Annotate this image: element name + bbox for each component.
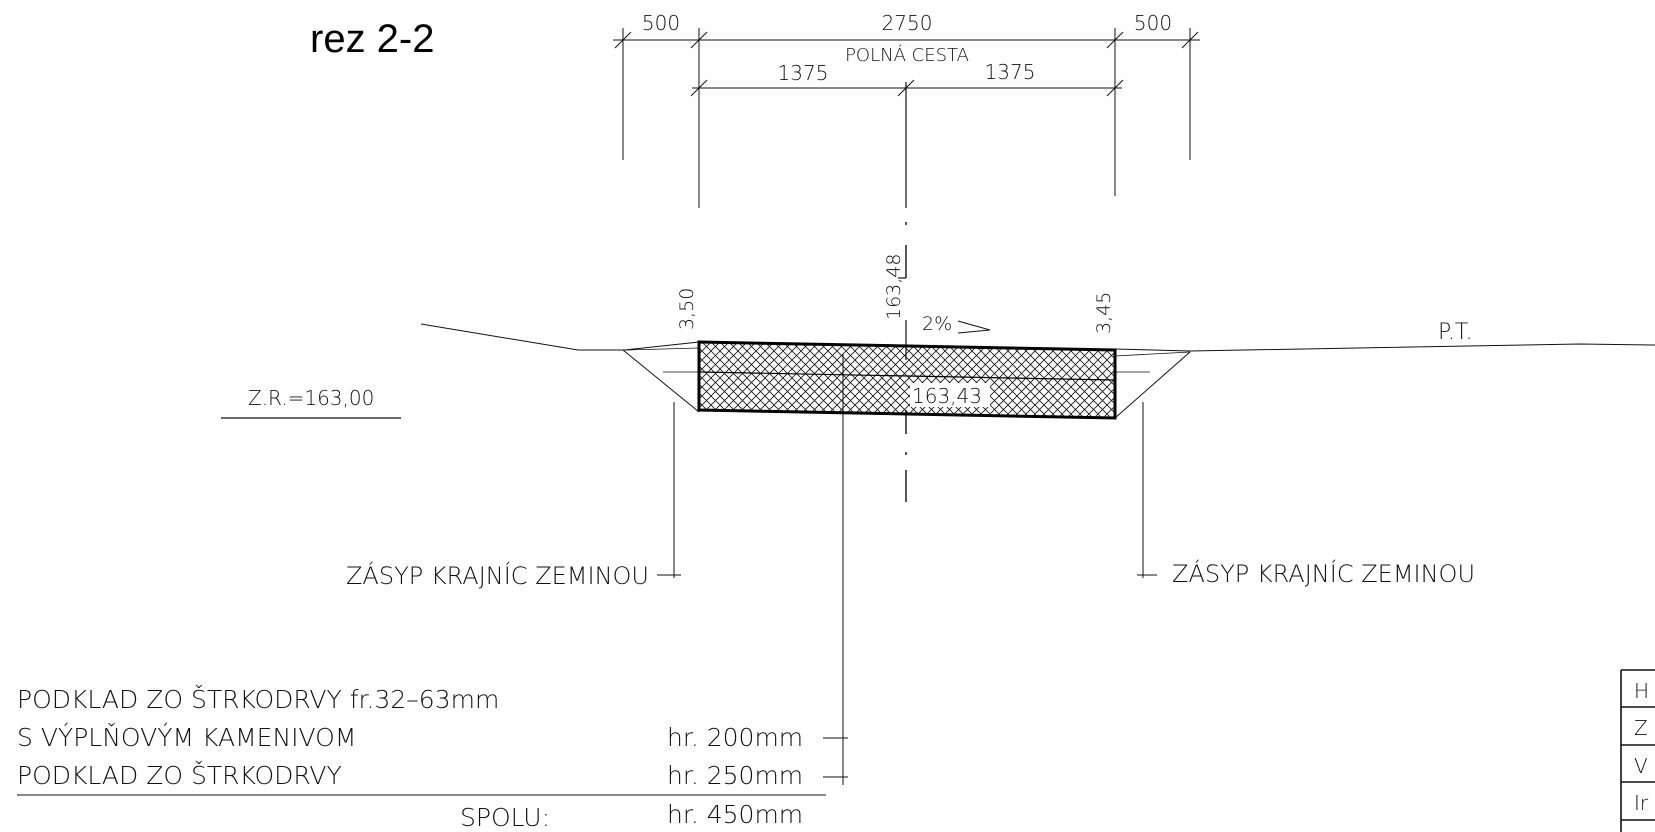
backfill-label-right: ZÁSYP KRAJNÍC ZEMINOU xyxy=(1172,559,1475,588)
terrain-line-right xyxy=(1114,343,1655,352)
level-left-edge: 3,50 xyxy=(676,288,698,330)
terrain-label: P.T. xyxy=(1438,320,1473,345)
backfill-leaders xyxy=(657,402,1157,578)
title-block xyxy=(1620,669,1655,832)
total-thickness: hr. 450mm xyxy=(667,800,803,829)
terrain-line xyxy=(420,323,700,351)
dimension-lines xyxy=(613,28,1200,208)
layer-1-line-1: PODKLAD ZO ŠTRKODRVY fr.32–63mm xyxy=(17,684,499,714)
title-block-row-2: Z xyxy=(1634,716,1648,740)
dimension-half-left: 1375 xyxy=(778,61,829,85)
layer-top xyxy=(699,342,1115,380)
layer-bottom xyxy=(699,372,1115,418)
slope-label: 2% xyxy=(922,313,952,335)
backfill-label-left: ZÁSYP KRAJNÍC ZEMINOU xyxy=(346,561,649,590)
title-block-row-1: H xyxy=(1634,679,1649,703)
level-right-edge: 3,45 xyxy=(1093,292,1115,334)
section-title: rez 2-2 xyxy=(310,17,435,61)
road-name-label: POLNÁ CESTA xyxy=(845,44,969,66)
layer-1-line-2: S VÝPLŇOVÝM KAMENIVOM xyxy=(17,723,356,752)
dimension-half-right: 1375 xyxy=(985,60,1036,84)
title-block-row-3: V xyxy=(1634,754,1648,778)
level-axis-bottom: 163,43 xyxy=(912,384,982,408)
pavement-structure xyxy=(697,340,1117,420)
reference-level-label: Z.R.=163,00 xyxy=(248,386,374,410)
level-axis-top: 163,48 xyxy=(883,254,905,320)
total-label: SPOLU: xyxy=(460,803,550,832)
dimension-right-shoulder: 500 xyxy=(1134,11,1172,35)
embankment-slopes xyxy=(622,347,1191,419)
layer-1-thickness: hr. 200mm xyxy=(667,723,803,752)
title-block-row-4: Ir xyxy=(1634,791,1649,815)
slope-arrow xyxy=(957,320,991,334)
layer-2-line-1: PODKLAD ZO ŠTRKODRVY xyxy=(17,760,342,790)
layer-2-thickness: hr. 250mm xyxy=(667,761,803,790)
dimension-total-width: 2750 xyxy=(882,11,933,35)
dimension-left-shoulder: 500 xyxy=(642,11,680,35)
layer-leader xyxy=(823,354,848,785)
